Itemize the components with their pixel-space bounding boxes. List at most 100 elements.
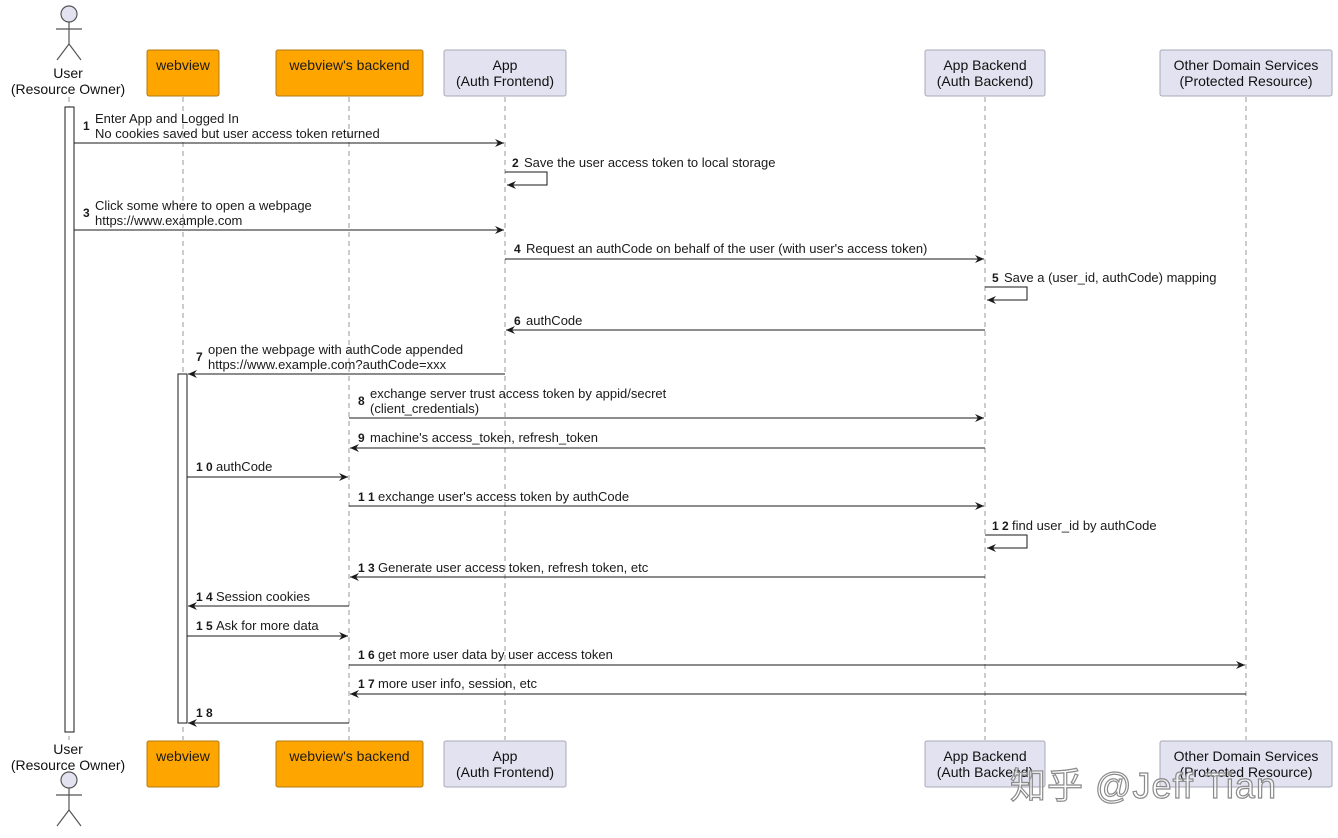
participants-top: User(Resource Owner) webview webview's bac… — [11, 5, 1333, 97]
participant-other: Other Domain Services(Protected Resource… — [1159, 740, 1333, 788]
message-label: Session cookies — [216, 589, 310, 604]
message-number: 6 — [514, 314, 521, 328]
activation-bar-webview — [177, 373, 188, 724]
participant-label: (Resource Owner) — [11, 81, 125, 97]
participant-label: App — [493, 57, 518, 73]
self-message-arrow — [985, 534, 1028, 552]
message-number: 1 0 — [196, 460, 213, 474]
message-label: Ask for more data — [216, 618, 319, 633]
participant-label: (Auth Backend) — [937, 73, 1034, 89]
message-number: 7 — [196, 350, 203, 364]
participant-label: Other Domain Services — [1174, 57, 1319, 73]
participant-label: (Auth Frontend) — [456, 73, 554, 89]
message-number: 2 — [512, 156, 519, 170]
message-label: Request an authCode on behalf of the use… — [526, 241, 927, 256]
message-number: 5 — [992, 271, 999, 285]
message-9: 9 machine's access_token, refresh_token — [350, 430, 985, 452]
message-label: exchange user's access token by authCode — [378, 489, 629, 504]
message-label: Enter App and Logged In — [95, 111, 239, 126]
participant-label: App Backend — [943, 57, 1026, 73]
participant-label: App Backend — [943, 748, 1026, 764]
activation-bars — [64, 106, 188, 733]
message-label: Generate user access token, refresh toke… — [378, 560, 649, 575]
participant-webview_backend: webview's backend — [275, 49, 424, 97]
message-number: 4 — [514, 242, 521, 256]
participant-label: webview — [155, 748, 211, 764]
message-number: 9 — [358, 431, 365, 445]
message-label: more user info, session, etc — [378, 676, 537, 691]
participant-webview: webview — [146, 740, 220, 788]
message-label: https://www.example.com?authCode=xxx — [208, 357, 447, 372]
message-label: https://www.example.com — [95, 213, 242, 228]
message-label: get more user data by user access token — [378, 647, 613, 662]
participant-webview_backend: webview's backend — [275, 740, 424, 788]
message-3: 3 Click some where to open a webpagehttps… — [74, 198, 504, 234]
message-label: open the webpage with authCode appended — [208, 342, 463, 357]
participant-label: Other Domain Services — [1174, 748, 1319, 764]
actor-user: User(Resource Owner) — [11, 5, 125, 97]
message-number: 3 — [83, 206, 90, 220]
message-label: (client_credentials) — [370, 401, 479, 416]
message-18: 1 8 — [188, 706, 349, 727]
message-label: machine's access_token, refresh_token — [370, 430, 598, 445]
participant-webview: webview — [146, 49, 220, 97]
message-7: 7 open the webpage with authCode appended… — [188, 342, 505, 378]
message-6: 6 authCode — [506, 313, 985, 334]
message-number: 1 5 — [196, 619, 213, 633]
actor-stick-figure-icon — [56, 771, 82, 827]
participant-label: (Protected Resource) — [1179, 764, 1312, 780]
participants-bottom: User(Resource Owner) webview webview's bac… — [11, 740, 1333, 827]
message-number: 1 8 — [196, 706, 213, 720]
participant-label: (Auth Backend) — [937, 764, 1034, 780]
message-label: find user_id by authCode — [1012, 518, 1157, 533]
participant-app: App(Auth Frontend) — [443, 49, 567, 97]
participant-other: Other Domain Services(Protected Resource… — [1159, 49, 1333, 97]
participant-box — [924, 740, 1046, 788]
participant-box — [146, 740, 220, 788]
message-number: 1 — [83, 119, 90, 133]
message-number: 1 7 — [358, 677, 375, 691]
participant-label: App — [493, 748, 518, 764]
message-number: 1 3 — [358, 561, 375, 575]
message-label: authCode — [526, 313, 582, 328]
participant-label: User — [53, 741, 83, 757]
participant-app_backend: App Backend(Auth Backend) — [924, 740, 1046, 788]
message-5: 5 Save a (user_id, authCode) mapping — [985, 270, 1216, 304]
message-number: 1 2 — [992, 519, 1009, 533]
message-label: Click some where to open a webpage — [95, 198, 312, 213]
participant-label: webview's backend — [288, 57, 409, 73]
participant-label: (Auth Frontend) — [456, 764, 554, 780]
message-number: 1 1 — [358, 490, 375, 504]
participant-box — [146, 49, 220, 97]
participant-box — [1159, 740, 1333, 788]
participant-box — [443, 740, 567, 788]
participant-app: App(Auth Frontend) — [443, 740, 567, 788]
message-label: exchange server trust access token by ap… — [370, 386, 667, 401]
message-4: 4 Request an authCode on behalf of the us… — [505, 241, 984, 263]
self-message-arrow — [985, 286, 1028, 304]
self-message-arrow — [505, 171, 548, 189]
participant-label: webview — [155, 57, 211, 73]
participant-box — [1159, 49, 1333, 97]
participant-label: (Resource Owner) — [11, 757, 125, 773]
participant-label: (Protected Resource) — [1179, 73, 1312, 89]
message-number: 1 4 — [196, 590, 213, 604]
participant-box — [275, 740, 424, 788]
message-label: Save the user access token to local stor… — [524, 155, 775, 170]
message-label: Save a (user_id, authCode) mapping — [1004, 270, 1216, 285]
participant-box — [443, 49, 567, 97]
activation-bar-user — [64, 106, 75, 733]
actor-stick-figure-icon — [56, 5, 82, 61]
message-label: No cookies saved but user access token r… — [95, 126, 380, 141]
participant-box — [924, 49, 1046, 97]
